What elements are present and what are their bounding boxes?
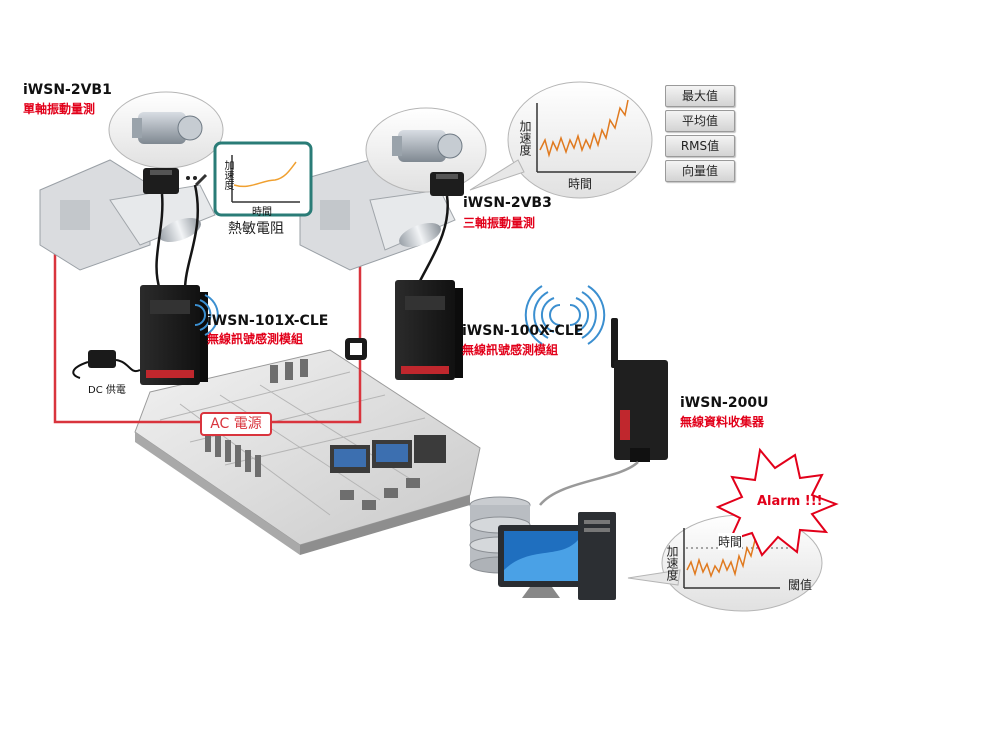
iwsn-200u-device bbox=[611, 318, 668, 462]
vb1-desc-label: 單軸振動量測 bbox=[23, 102, 96, 116]
u200-desc-label: 無線資料收集器 bbox=[680, 415, 765, 429]
iwsn-101x-device bbox=[140, 285, 208, 385]
m101-model-label: iWSN-101X-CLE bbox=[207, 313, 329, 329]
alarm-text: Alarm !!! bbox=[757, 494, 823, 509]
wireless-waves-right bbox=[524, 285, 606, 345]
accel-ylabel: 加速度 bbox=[518, 120, 532, 156]
computer-icon bbox=[498, 512, 616, 600]
ac-power-label: AC 電源 bbox=[200, 412, 272, 436]
vb3-model-label: iWSN-2VB3 bbox=[463, 195, 552, 211]
m100-model-label: iWSN-100X-CLE bbox=[462, 323, 584, 339]
motor-bubble-right bbox=[365, 107, 487, 193]
vibration-sensor-right bbox=[430, 172, 464, 196]
alarm-ylabel: 加速度 bbox=[665, 545, 679, 581]
m101-desc-label: 無線訊號感測模組 bbox=[207, 332, 304, 346]
m100-desc-label: 無線訊號感測模組 bbox=[462, 343, 559, 357]
dc-power-label: DC 供電 bbox=[88, 385, 126, 396]
stat-max-button: 最大值 bbox=[665, 85, 735, 107]
thermistor-graph bbox=[213, 141, 313, 217]
acceleration-bubble bbox=[469, 81, 653, 199]
vibration-sensor-left bbox=[143, 168, 179, 194]
iwsn-100x-device bbox=[395, 280, 463, 380]
power-lines bbox=[53, 240, 362, 424]
thermistor-probe bbox=[186, 173, 208, 187]
stat-vector-button: 向量值 bbox=[665, 160, 735, 182]
current-clamp bbox=[345, 338, 367, 360]
thermistor-ylabel: 加速度 bbox=[222, 160, 233, 190]
machine-left bbox=[39, 159, 216, 271]
thermistor-xlabel: 時間 bbox=[252, 207, 272, 218]
vb1-model-label: iWSN-2VB1 bbox=[23, 82, 112, 98]
stat-rms-button: RMS值 bbox=[665, 135, 735, 157]
wireless-waves-left bbox=[194, 294, 219, 336]
sensor-cables bbox=[155, 184, 449, 291]
factory-floor-illustration bbox=[134, 349, 481, 555]
thermistor-label: 熱敏電阻 bbox=[228, 221, 284, 237]
u200-model-label: iWSN-200U bbox=[680, 395, 769, 411]
gateway-cable bbox=[539, 461, 639, 506]
accel-xlabel: 時間 bbox=[568, 177, 593, 191]
alarm-starburst-icon bbox=[715, 447, 839, 557]
vb3-desc-label: 三軸振動量測 bbox=[463, 216, 536, 230]
dc-adapter bbox=[72, 350, 141, 379]
machine-right bbox=[299, 159, 456, 271]
motor-bubble-left bbox=[108, 91, 224, 169]
threshold-label: 閾值 bbox=[788, 578, 813, 592]
stat-avg-button: 平均值 bbox=[665, 110, 735, 132]
alarm-xlabel: 時間 bbox=[718, 533, 743, 550]
